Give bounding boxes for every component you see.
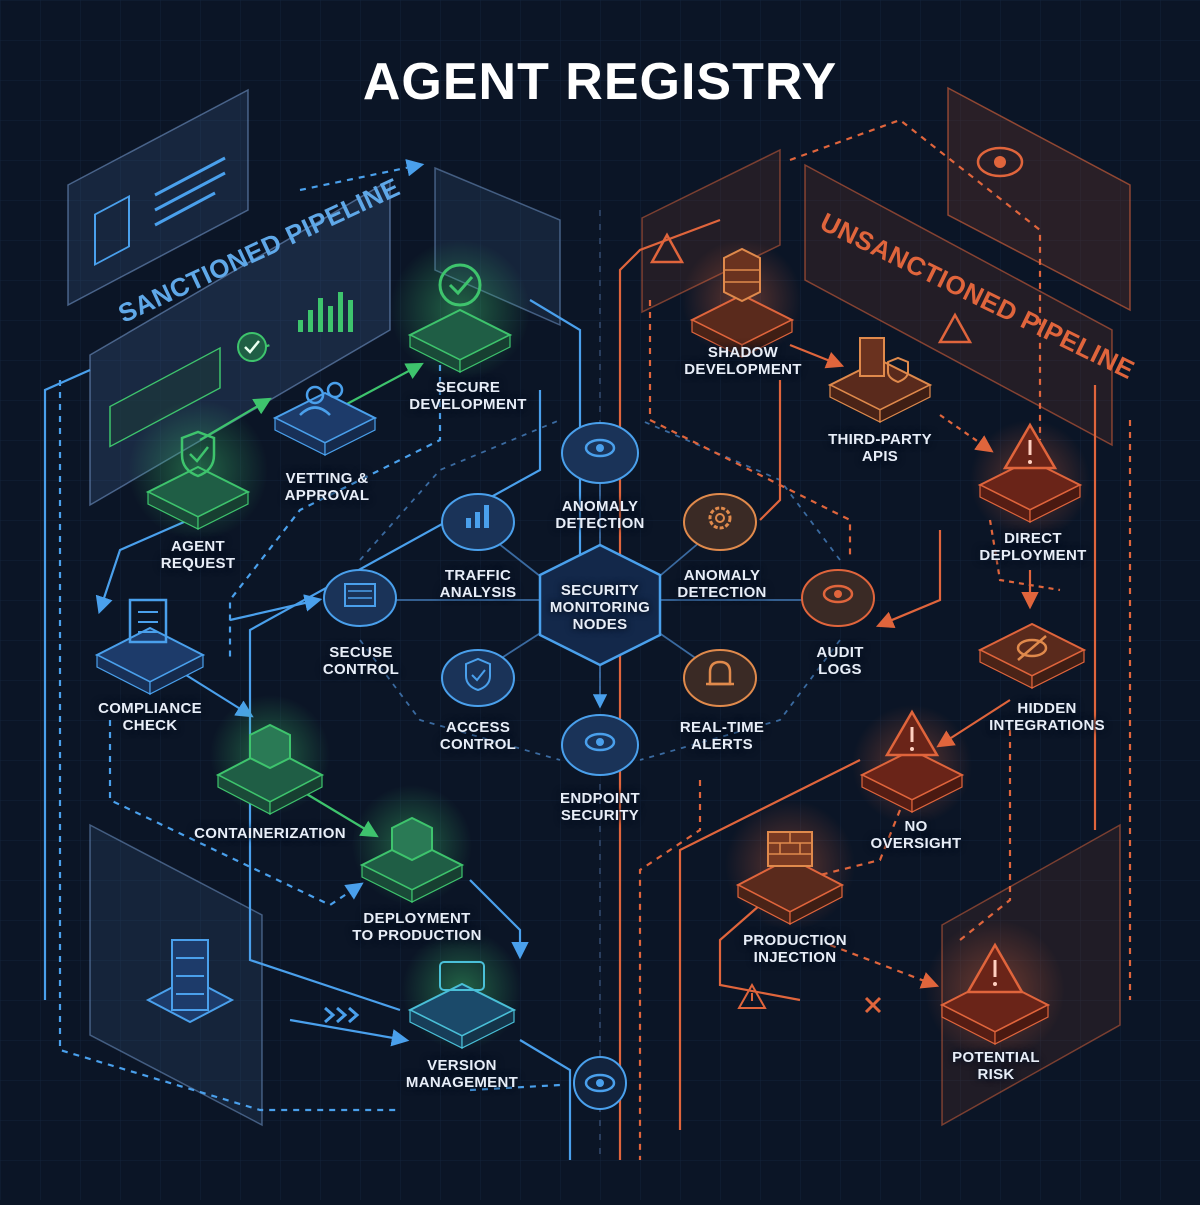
page-title: AGENT REGISTRY xyxy=(362,53,838,111)
monitor-node-endpoint xyxy=(561,714,639,776)
cross-mark-icon xyxy=(864,996,882,1014)
monitor-node-audit xyxy=(801,569,875,627)
node-compliance-tile xyxy=(94,598,206,695)
node-third-party-tile xyxy=(827,337,933,423)
panel-top-center xyxy=(434,166,561,327)
panel-top-right xyxy=(947,86,1131,312)
security-monitoring-hub xyxy=(538,543,662,667)
green-bars-icon xyxy=(298,292,353,332)
chevrons-icon xyxy=(324,1006,360,1024)
monitor-node-access xyxy=(441,649,515,707)
node-no-oversight-tile xyxy=(852,705,972,825)
node-hidden-tile xyxy=(977,622,1087,689)
node-injection-tile xyxy=(725,800,855,930)
node-secure-development-tile xyxy=(390,240,530,380)
node-version-tile xyxy=(402,930,522,1050)
label-containerization: CONTAINERIZATION xyxy=(194,825,346,842)
node-deployment-tile xyxy=(352,785,472,905)
monitor-node-secuse xyxy=(323,569,397,627)
label-vetting-approval: VETTING &APPROVAL xyxy=(284,470,370,504)
bottom-eye-icon xyxy=(573,1056,627,1110)
panel-warning-icon xyxy=(649,232,973,344)
unsanctioned-flows xyxy=(618,118,1132,1160)
node-shadow-tile xyxy=(682,240,802,360)
node-vetting-tile xyxy=(272,381,378,456)
green-check-icon xyxy=(237,332,267,362)
panel-top-left xyxy=(67,88,249,307)
monitor-node-anomaly-right xyxy=(683,493,757,551)
monitor-node-anomaly-top xyxy=(561,422,639,484)
node-direct-tile xyxy=(970,420,1090,540)
monitor-node-traffic xyxy=(441,493,515,551)
node-risk-tile xyxy=(925,920,1065,1060)
monitor-node-alerts xyxy=(683,649,757,707)
small-warning-icon xyxy=(737,982,767,1009)
panel-unsanctioned-title xyxy=(804,163,1113,447)
server-stack-bottom-left xyxy=(145,939,235,1024)
panel-top-mid-right xyxy=(641,148,781,314)
node-containerization-tile xyxy=(210,695,330,815)
node-agent-request-tile xyxy=(128,400,268,540)
